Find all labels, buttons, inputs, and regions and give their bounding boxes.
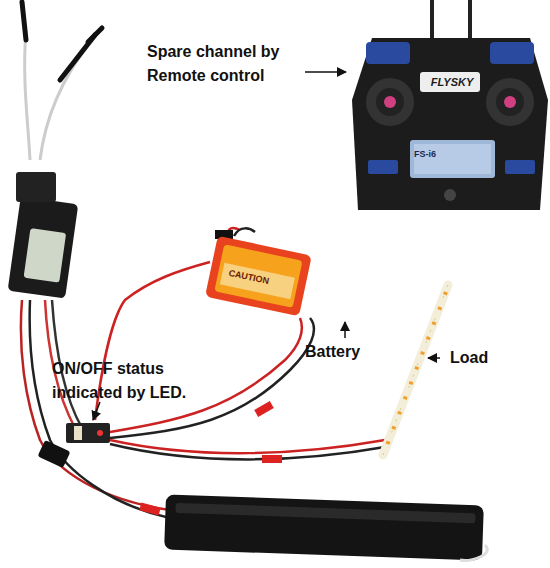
brand-label: FLYSKY [424,73,480,91]
callout-label: ON/OFF status indicated by LED. [52,357,202,405]
battery [205,236,312,317]
callout-label: Load [450,346,510,370]
callout-label: Battery [305,340,395,364]
wire [21,228,385,518]
callout-label: Spare channel by Remote control [147,40,287,88]
led-strip [383,285,448,455]
transmitter [352,0,548,210]
battery [164,494,487,560]
receiver [8,172,79,299]
switch-module [38,423,110,468]
antenna [22,2,102,160]
model-label: FS-i6 [414,148,491,160]
